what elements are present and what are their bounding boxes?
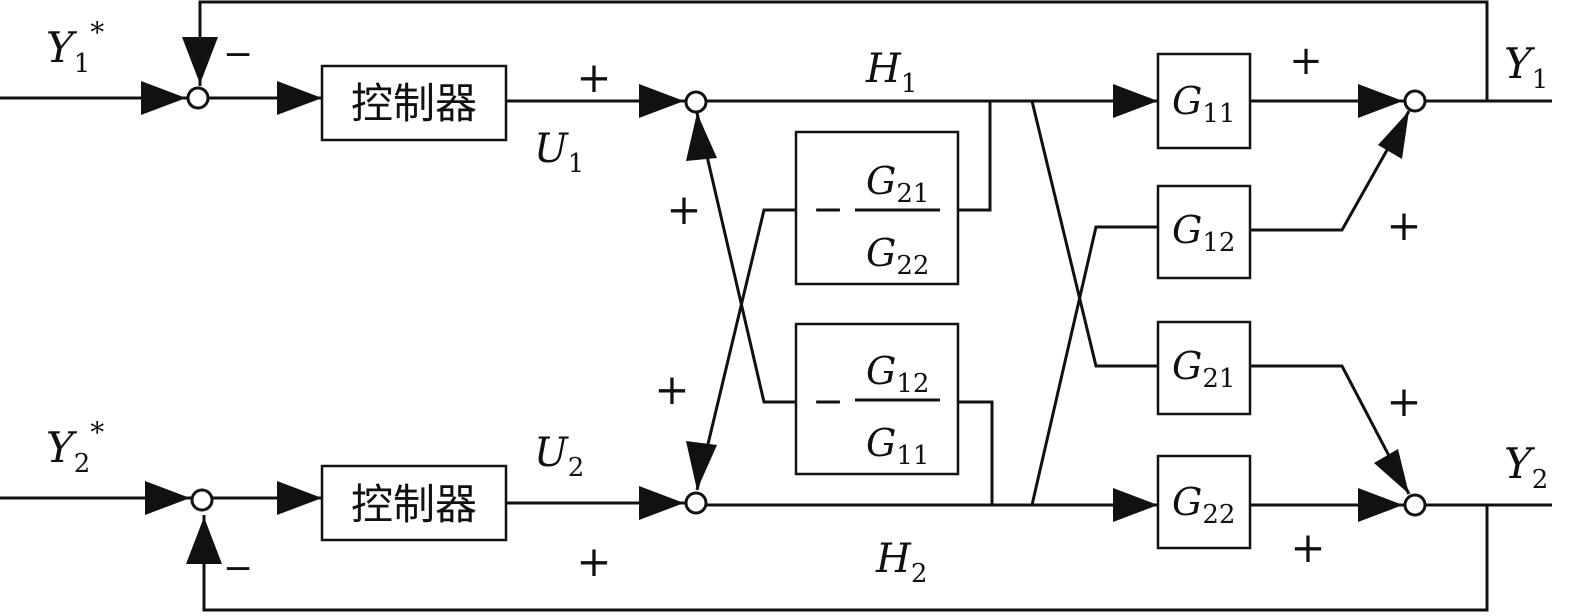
sum-decouple-2 <box>684 491 708 515</box>
controller-1-box <box>320 64 508 142</box>
sign-sum2-cross: + <box>654 365 689 414</box>
output-y1-label: Y1 <box>1504 39 1548 95</box>
arrowhead-u2 <box>639 486 684 520</box>
signal-h2-label: H2 <box>875 536 927 589</box>
wire-d2-to-sum1 <box>695 112 796 404</box>
decoupler-1-sign: − <box>812 187 844 231</box>
decoupler-2: − G12 G11 <box>794 322 960 476</box>
sign-sum1-cross: + <box>666 185 701 234</box>
arrowhead-fb1 <box>182 37 218 84</box>
sum-output-2 <box>1403 493 1427 517</box>
arrowhead-fb2 <box>186 517 222 564</box>
sign-sum1-main: + <box>576 53 611 102</box>
plant-g21: G21 <box>1156 320 1252 416</box>
plant-g12-label: G12 <box>1172 208 1235 258</box>
decoupler-1-box <box>794 130 960 286</box>
wire-h1-to-g21 <box>1030 100 1158 368</box>
sign-out2-cross: + <box>1386 377 1421 426</box>
signal-h1-label: H1 <box>865 46 917 99</box>
arrowhead-d2-into-sum1 <box>686 113 717 161</box>
arrowhead-y1-input <box>141 81 186 115</box>
signal-u2-label: U2 <box>534 430 584 483</box>
sum-decouple-1 <box>684 90 708 114</box>
arrowhead-out2-bottom <box>1358 488 1403 522</box>
summing-junctions <box>186 86 1427 517</box>
wire-h2-tap-d2 <box>958 400 994 505</box>
sign-feedback-2: − <box>223 548 253 589</box>
decoupler-1-num: G21 <box>866 159 929 209</box>
plant-g11-box <box>1156 52 1252 150</box>
signal-u1-label: U1 <box>534 126 584 179</box>
sign-out1-top: + <box>1289 38 1323 84</box>
arrowhead-u1 <box>639 84 684 118</box>
sign-labels: − − + + + + + + + + <box>223 34 1422 589</box>
input-y2-label: Y2* <box>46 416 104 479</box>
plant-g22-label: G22 <box>1172 480 1235 530</box>
sign-out2-bottom: + <box>1290 523 1325 572</box>
arrowhead-g11-input <box>1113 84 1158 118</box>
input-y1-label: Y1* <box>46 16 104 79</box>
wire-g21-to-out2 <box>1250 364 1411 495</box>
arrowhead-d1-into-sum2 <box>686 441 717 490</box>
sum-output-1 <box>1403 89 1427 113</box>
wire-d1-to-sum2 <box>695 208 796 491</box>
wire-g12-to-out1 <box>1250 110 1411 232</box>
arrowhead-g21-into-out2 <box>1374 449 1409 494</box>
controller-1: 控制器 <box>320 64 508 142</box>
decoupler-1-den: G22 <box>866 231 929 281</box>
plant-g21-box <box>1156 320 1252 416</box>
plant-g12-box <box>1156 184 1252 280</box>
plant-g21-label: G21 <box>1172 344 1235 394</box>
decoupler-2-den: G11 <box>866 421 929 471</box>
plant-g22-box <box>1156 454 1252 550</box>
arrowhead-g12-into-out1 <box>1378 111 1409 159</box>
arrowhead-ctrl2-input <box>277 481 322 515</box>
arrowhead-g22-input <box>1113 488 1158 522</box>
wires <box>0 0 1552 612</box>
sign-sum2-main: + <box>576 537 611 586</box>
plant-g11-label: G11 <box>1172 79 1235 129</box>
decoupler-1: − G21 G22 <box>794 130 960 286</box>
arrowhead-out1-top <box>1358 84 1403 118</box>
plant-g11: G11 <box>1156 52 1252 150</box>
output-y2-label: Y2 <box>1504 439 1548 495</box>
sum-feedback-1 <box>186 86 210 110</box>
arrowheads <box>141 37 1409 564</box>
sign-out1-cross: + <box>1386 201 1421 250</box>
sum-feedback-2 <box>190 488 214 512</box>
signal-labels: Y1* Y2* Y1 Y2 U1 U2 H1 H2 <box>46 16 1548 589</box>
plant-g22: G22 <box>1156 454 1252 550</box>
arrowhead-y2-input <box>145 481 190 515</box>
controller-1-label: 控制器 <box>351 79 477 128</box>
controller-2-box <box>320 464 508 542</box>
wire-h1-tap-d1 <box>958 101 992 212</box>
controller-2-label: 控制器 <box>351 480 477 529</box>
decoupler-2-num: G12 <box>866 349 929 399</box>
controller-2: 控制器 <box>320 464 508 542</box>
sign-feedback-1: − <box>223 34 253 75</box>
arrowhead-ctrl1-input <box>277 81 322 115</box>
wire-h2-to-g12 <box>1030 225 1158 506</box>
decoupler-2-sign: − <box>812 379 844 423</box>
plant-g12: G12 <box>1156 184 1252 280</box>
